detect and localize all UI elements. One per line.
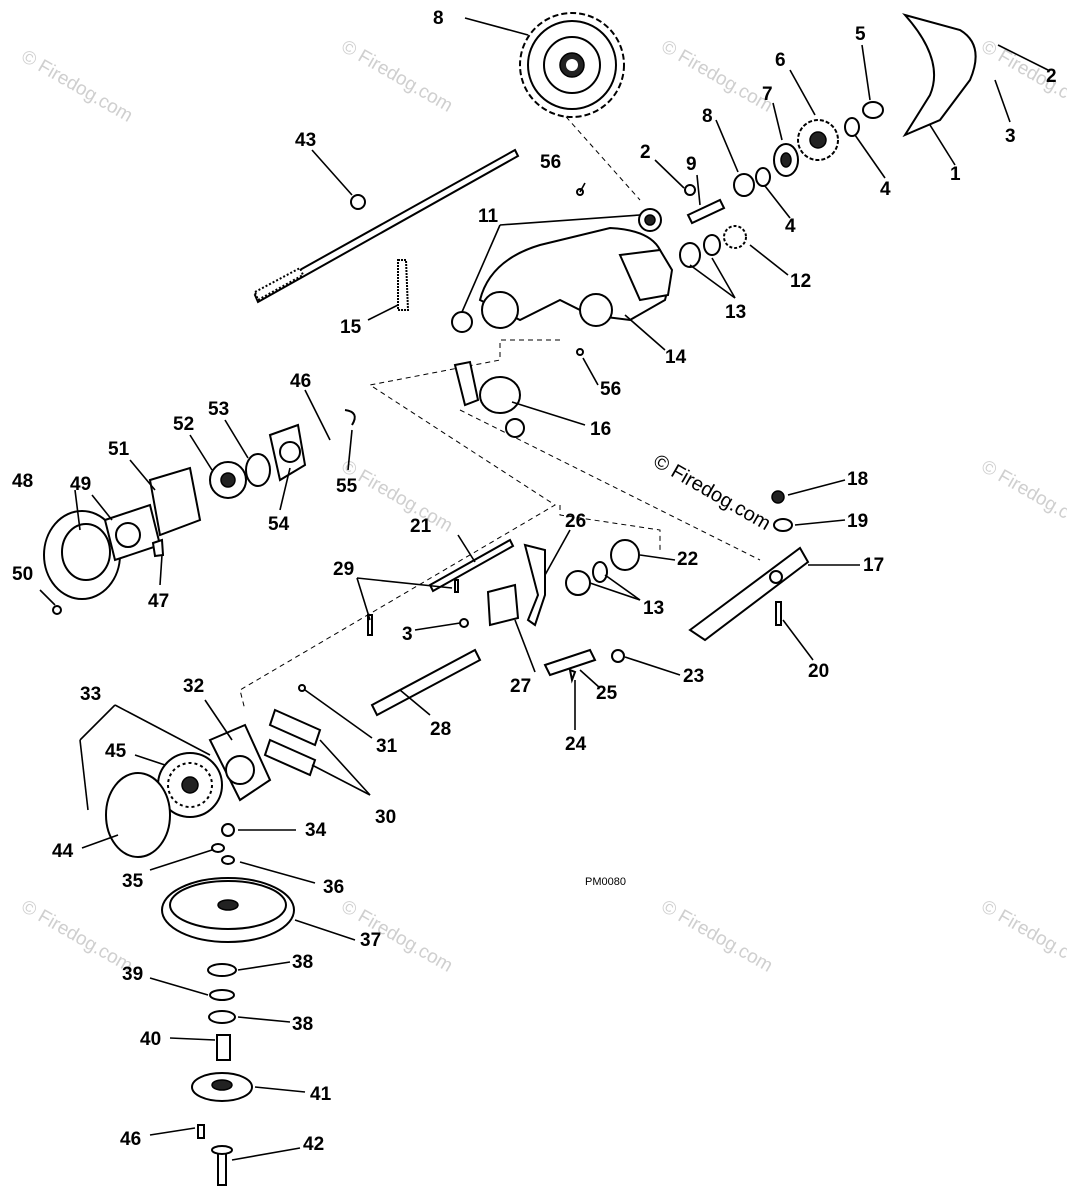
- callout-48: 48: [12, 471, 33, 492]
- callout-2: 2: [640, 142, 651, 163]
- callout-56: 56: [540, 152, 561, 173]
- callout-7: 7: [762, 84, 773, 105]
- left-gearcase: [43, 409, 356, 615]
- callout-47: 47: [148, 591, 169, 612]
- watermark: © Firedog.com: [658, 896, 777, 977]
- callout-24: 24: [565, 734, 587, 755]
- callout-20: 20: [808, 661, 829, 682]
- lower-pulley-assembly: [105, 684, 322, 1186]
- callout-26: 26: [565, 511, 586, 532]
- callout-49: 49: [70, 474, 91, 495]
- callout-13: 13: [643, 598, 664, 619]
- callout-19: 19: [847, 511, 868, 532]
- callout-52: 52: [173, 414, 194, 435]
- callout-38: 38: [292, 952, 313, 973]
- callout-51: 51: [108, 439, 130, 460]
- sprocket-part: [519, 12, 625, 118]
- callout-18: 18: [847, 469, 868, 490]
- callout-27: 27: [510, 676, 531, 697]
- callout-36: 36: [323, 877, 344, 898]
- watermark: © Firedog.com: [338, 896, 457, 977]
- washers-and-gears: [733, 101, 884, 197]
- callout-39: 39: [122, 964, 143, 985]
- callout-10: 8: [433, 8, 444, 29]
- callout-4: 4: [880, 179, 891, 200]
- callout-25: 25: [596, 683, 618, 704]
- callout-14: 14: [665, 347, 687, 368]
- pinion-and-seals: [679, 225, 747, 268]
- watermark: © Firedog.com: [658, 36, 777, 117]
- callout-46: 46: [120, 1129, 141, 1150]
- callout-16: 16: [590, 419, 611, 440]
- callout-9: 9: [686, 154, 697, 175]
- callout-55: 55: [336, 476, 358, 497]
- callout-labels: 8 1 2 2 3 3 4 4 5 6 7 8 9 11 12 13 13 14…: [12, 8, 1057, 1155]
- callout-33: 33: [80, 684, 101, 705]
- callout-6: 6: [775, 50, 786, 71]
- callout-43: 43: [295, 130, 316, 151]
- callout-50: 50: [12, 564, 33, 585]
- callout-4: 4: [785, 216, 796, 237]
- shaft-and-bushing: [638, 184, 726, 232]
- callout-44: 44: [52, 841, 74, 862]
- callout-54: 54: [268, 514, 290, 535]
- callout-41: 41: [310, 1084, 332, 1105]
- callout-29: 29: [333, 559, 354, 580]
- callout-23: 23: [683, 666, 704, 687]
- callout-32: 32: [183, 676, 204, 697]
- callout-13: 13: [725, 302, 746, 323]
- watermark: © Firedog.com: [338, 36, 457, 117]
- callout-12: 12: [790, 271, 811, 292]
- watermark: © Firedog.com: [18, 896, 137, 977]
- callout-1: 1: [950, 164, 961, 185]
- watermark: © Firedog.com: [18, 46, 137, 127]
- watermark: © Firedog.com: [978, 896, 1067, 977]
- middle-shafts: [367, 538, 640, 717]
- callout-3: 3: [1005, 126, 1016, 147]
- callout-21: 21: [410, 516, 432, 537]
- callout-15: 15: [340, 317, 362, 338]
- callout-46: 46: [290, 371, 311, 392]
- watermark-main: © Firedog.com: [650, 450, 775, 535]
- callout-31: 31: [376, 736, 398, 757]
- callout-3: 3: [402, 624, 413, 645]
- callout-42: 42: [303, 1134, 324, 1155]
- gear-housing-part: [451, 226, 674, 333]
- callout-22: 22: [677, 549, 698, 570]
- callout-11: 11: [478, 206, 499, 227]
- callout-30: 30: [375, 807, 396, 828]
- callout-28: 28: [430, 719, 451, 740]
- bracket-assembly: [453, 348, 584, 438]
- callout-56: 56: [600, 379, 621, 400]
- callout-35: 35: [122, 871, 144, 892]
- callout-40: 40: [140, 1029, 161, 1050]
- callout-2: 2: [1046, 66, 1057, 87]
- callout-5: 5: [855, 24, 866, 45]
- leader-lines: [39, 17, 1049, 1161]
- callout-38: 38: [292, 1014, 313, 1035]
- cover-part: [902, 13, 977, 138]
- callout-34: 34: [305, 820, 327, 841]
- lever-bar-part: [688, 490, 810, 642]
- watermark: © Firedog.com: [978, 456, 1067, 537]
- drawing-code: PM0080: [585, 876, 626, 888]
- callout-45: 45: [105, 741, 127, 762]
- callout-53: 53: [208, 399, 229, 420]
- callout-8: 8: [702, 106, 713, 127]
- callout-37: 37: [360, 930, 381, 951]
- callout-17: 17: [863, 555, 884, 576]
